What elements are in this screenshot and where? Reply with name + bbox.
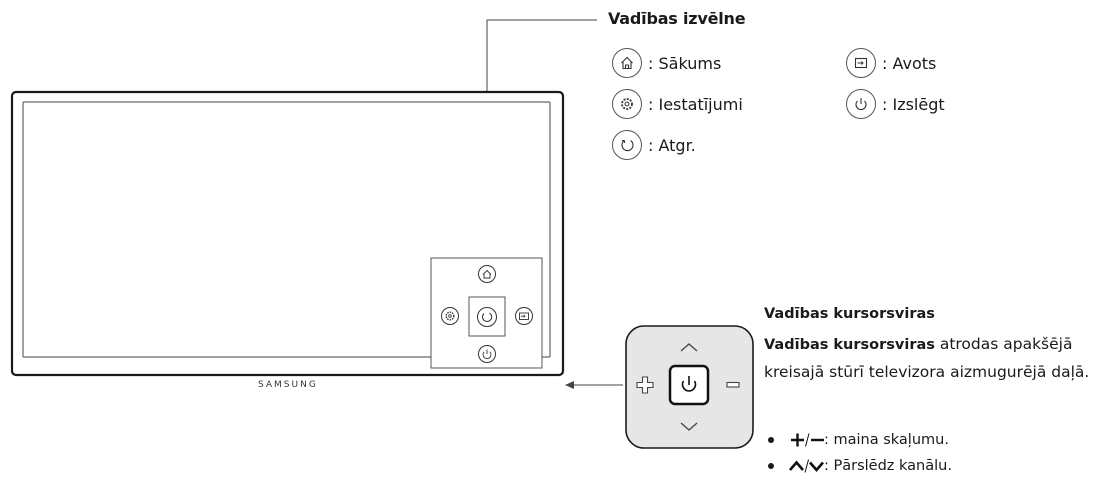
control-center-square <box>468 296 506 337</box>
joystick-diagram <box>625 325 754 449</box>
legend-settings-label: : Iestatījumi <box>648 94 743 114</box>
plus-icon <box>636 376 654 394</box>
bullet-dot <box>768 437 774 443</box>
panel-source-icon <box>515 307 533 325</box>
minus-icon <box>726 381 740 388</box>
bullet-volume-text: : maina skaļumu. <box>824 432 949 448</box>
home-icon <box>612 48 642 78</box>
legend-return-label: : Atgr. <box>648 135 696 155</box>
joystick-description: Vadības kursorsviras atrodas apakšējā kr… <box>764 331 1104 386</box>
bullet-volume: : maina skaļumu. <box>768 427 952 453</box>
tv-brand-label: SAMSUNG <box>258 380 318 390</box>
up-down-chevron-icon <box>789 459 824 473</box>
plus-minus-icon <box>791 433 824 447</box>
panel-home-icon <box>478 265 496 283</box>
return-icon <box>612 130 642 160</box>
bullet-channel-text: : Pārslēdz kanālu. <box>824 458 952 474</box>
source-icon <box>846 48 876 78</box>
power-icon <box>681 376 697 392</box>
joystick-arrow-head <box>565 381 574 389</box>
legend-settings: : Iestatījumi <box>612 89 743 119</box>
legend-home-label: : Sākums <box>648 53 722 73</box>
menu-title: Vadības izvēlne <box>608 9 746 28</box>
panel-settings-icon <box>441 307 459 325</box>
settings-icon <box>612 89 642 119</box>
panel-return-icon <box>477 307 497 327</box>
bullet-dot <box>768 463 774 469</box>
legend-source-label: : Avots <box>882 53 937 73</box>
joystick-bullets: : maina skaļumu. : Pārslēdz kanālu. <box>768 427 952 479</box>
chevron-down-icon <box>680 422 698 431</box>
legend-return: : Atgr. <box>612 130 696 160</box>
bullet-channel: : Pārslēdz kanālu. <box>768 453 952 479</box>
legend-source: : Avots <box>846 48 936 78</box>
panel-power-icon <box>478 345 496 363</box>
chevron-up-icon <box>680 343 698 352</box>
legend-home: : Sākums <box>612 48 721 78</box>
joystick-description-rest: atrodas apakšējā kreisajā stūrī televizo… <box>764 335 1090 381</box>
joystick-description-bold: Vadības kursorsviras <box>764 337 935 353</box>
joystick-title: Vadības kursorsviras <box>764 306 935 322</box>
power-icon <box>846 89 876 119</box>
legend-power: : Izslēgt <box>846 89 945 119</box>
tv-screen <box>22 101 551 358</box>
legend-power-label: : Izslēgt <box>882 94 945 114</box>
